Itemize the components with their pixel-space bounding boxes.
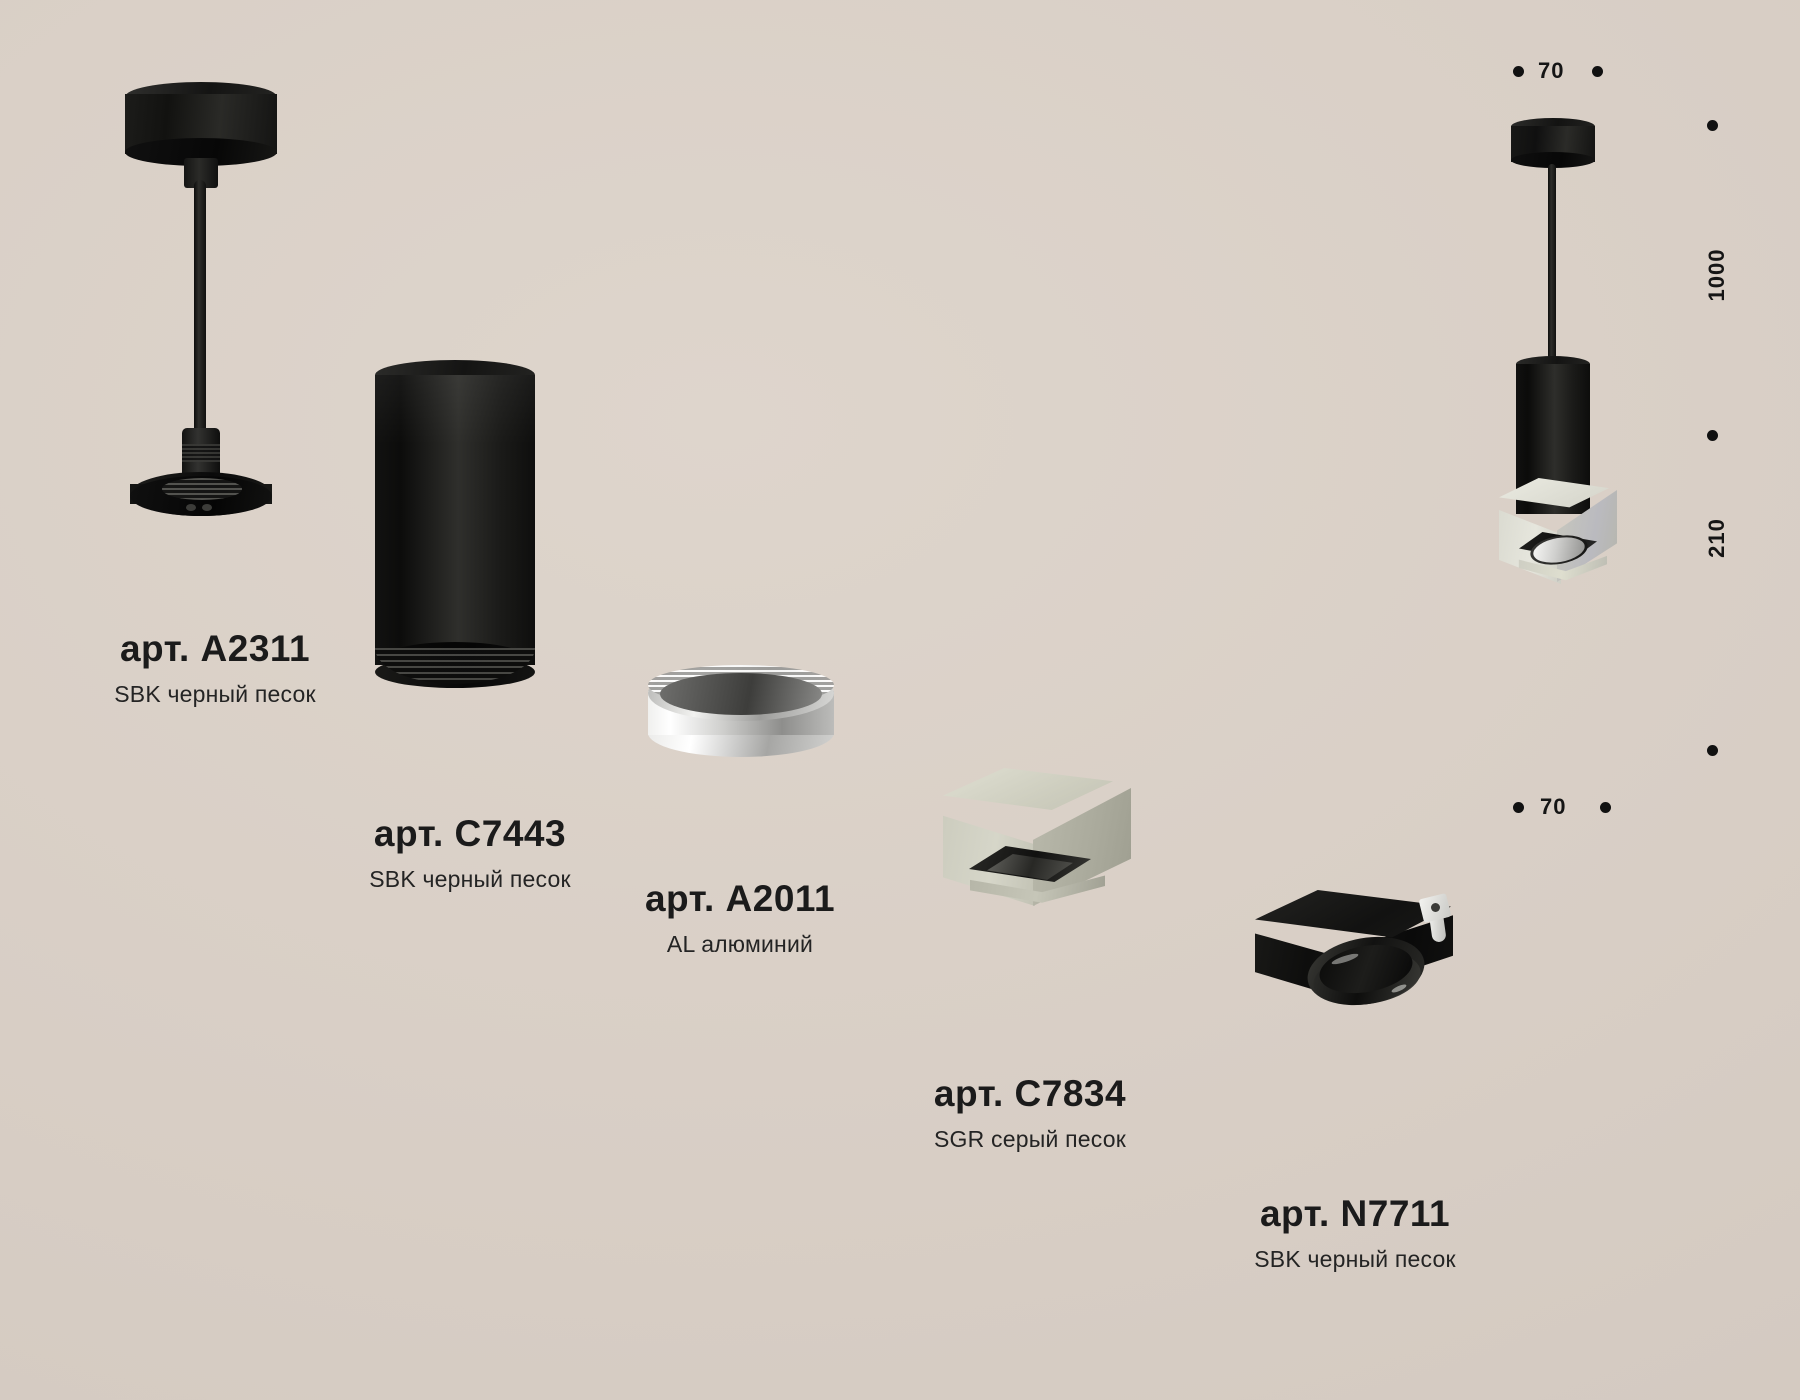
- label-a2011: арт. A2011 AL алюминий: [570, 878, 910, 958]
- label-n7711-article: арт. N7711: [1259, 1193, 1451, 1234]
- label-c7834-article: арт. C7834: [933, 1073, 1127, 1114]
- dim-dot-vertical-mid: [1707, 430, 1718, 441]
- label-a2311: арт. A2311 SBK черный песок: [30, 628, 400, 708]
- label-a2311-finish: SBK черный песок: [114, 680, 316, 707]
- product-n7711-square-frame: [1245, 890, 1465, 1060]
- product-c7443-cylinder-body: [375, 360, 545, 700]
- label-c7443-finish: SBK черный песок: [369, 865, 571, 892]
- product-a2311-ceiling-mount: [118, 80, 418, 520]
- cylinder-body: [375, 375, 535, 665]
- assembly-suspension-cable: [1548, 164, 1556, 364]
- label-a2011-article: арт. A2011: [644, 878, 836, 919]
- label-c7834: арт. C7834 SGR серый песок: [845, 1073, 1215, 1153]
- mount-screw-right: [202, 504, 212, 511]
- dim-suspension-length: 1000: [1704, 248, 1729, 302]
- mount-screw-left: [186, 504, 196, 511]
- dim-dot-top-left: [1513, 66, 1524, 77]
- dim-dot-vertical-bottom: [1707, 745, 1718, 756]
- label-n7711-finish: SBK черный песок: [1254, 1245, 1456, 1272]
- dim-dot-bottom-right: [1600, 802, 1611, 813]
- label-c7443-article: арт. C7443: [373, 813, 567, 854]
- suspension-cable: [194, 180, 206, 438]
- assembly-ceiling-cap-bottom: [1511, 152, 1595, 168]
- dim-dot-vertical-top: [1707, 120, 1718, 131]
- label-c7443: арт. C7443 SBK черный песок: [285, 813, 655, 893]
- ring-inner-hole: [660, 673, 822, 715]
- label-a2011-finish: AL алюминий: [666, 930, 814, 957]
- dim-fixture-height: 210: [1704, 518, 1729, 558]
- mount-plate-threads: [162, 478, 242, 500]
- dim-top-width: 70: [1538, 58, 1565, 83]
- label-a2311-article: арт. A2311: [119, 628, 311, 669]
- product-c7834-grey-cube: [925, 768, 1140, 938]
- connector-ribs: [182, 444, 220, 462]
- dim-bottom-width: 70: [1540, 794, 1567, 819]
- assembled-pendant-fixture: [1495, 118, 1695, 658]
- label-c7834-finish: SGR серый песок: [934, 1125, 1126, 1152]
- spring-clip-hole: [1431, 903, 1440, 912]
- dim-dot-bottom-left: [1513, 802, 1524, 813]
- label-n7711: арт. N7711 SBK черный песок: [1170, 1193, 1540, 1273]
- cylinder-highlight: [375, 375, 535, 445]
- dim-dot-top-right: [1592, 66, 1603, 77]
- product-a2011-aluminium-ring: [648, 665, 838, 765]
